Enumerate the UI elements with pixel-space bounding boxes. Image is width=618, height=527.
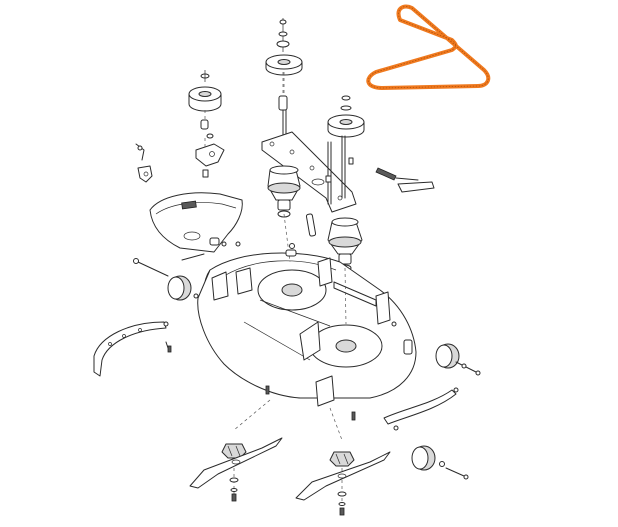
- hardware-bolts[interactable]: [167, 243, 356, 421]
- blade-bolt-right[interactable]: [337, 491, 347, 516]
- spindle-pulley-right[interactable]: [327, 95, 365, 138]
- idler-arm[interactable]: [195, 138, 225, 178]
- spindle-pin[interactable]: [305, 213, 317, 237]
- spring-hook-tool[interactable]: [375, 167, 435, 193]
- mower-deck[interactable]: [197, 252, 417, 407]
- rear-hanger-arm-right[interactable]: [383, 387, 459, 431]
- idler-pulley[interactable]: [188, 70, 222, 139]
- anti-scalp-wheel-right[interactable]: [435, 343, 481, 376]
- spindle-housing-right[interactable]: [327, 217, 363, 272]
- blade-bolt-left[interactable]: [229, 477, 239, 502]
- front-hanger-arm-left[interactable]: [93, 321, 169, 377]
- anti-scalp-wheel-left[interactable]: [133, 258, 199, 301]
- cable-clip-hardware[interactable]: [135, 143, 153, 183]
- blade-right[interactable]: [295, 451, 391, 501]
- blade-adapter-right[interactable]: [329, 451, 355, 467]
- mounting-bracket-plate[interactable]: [261, 131, 357, 213]
- drive-belt[interactable]: [366, 4, 491, 90]
- blade-left[interactable]: [189, 437, 283, 489]
- anti-scalp-wheel-lower-right[interactable]: [411, 445, 469, 480]
- spindle-housing-left[interactable]: [267, 165, 301, 218]
- belt-guard-cover[interactable]: [149, 192, 243, 261]
- spindle-pulley-center[interactable]: [265, 18, 303, 76]
